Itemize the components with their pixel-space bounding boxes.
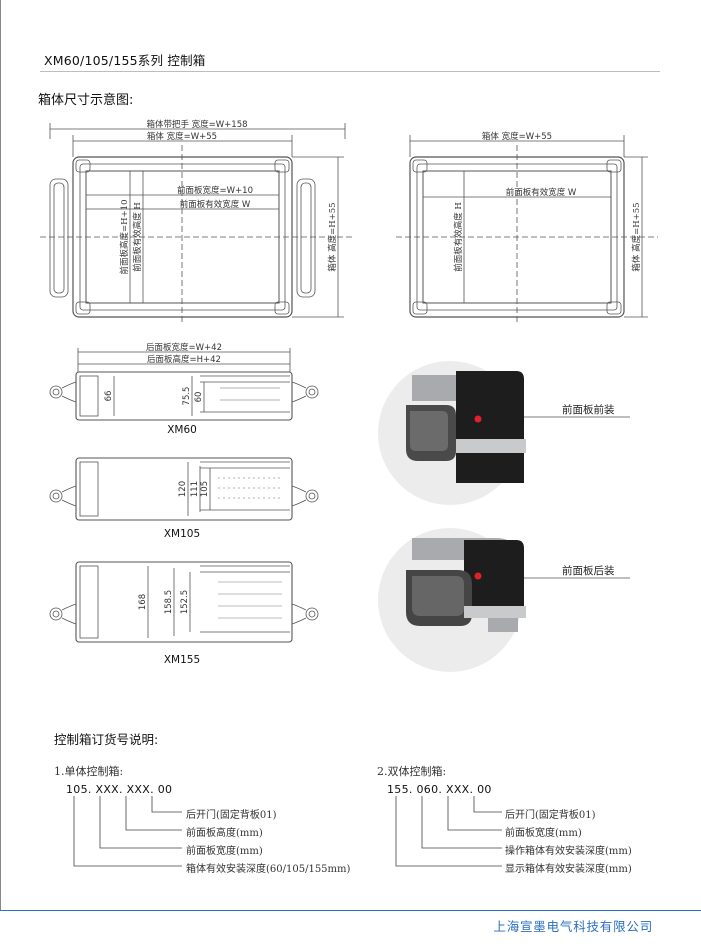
dim-d3: 105	[200, 481, 210, 497]
dim-d2: 158.5	[164, 590, 174, 614]
double-item: 操作箱体有效安装深度(mm)	[505, 846, 632, 857]
front-view-with-handles: 箱体带把手 宽度=W+158 箱体 宽度=W+55 前面板宽度=W+10 前面板…	[40, 119, 352, 325]
dim-d1: 120	[178, 481, 188, 497]
model-label: XM60	[167, 424, 197, 436]
header-rule	[40, 71, 660, 72]
dim-rear-width: 后面板宽度=W+42	[146, 342, 222, 353]
dim-d1: 66	[104, 391, 114, 402]
dim-d3: 60	[194, 392, 204, 403]
single-code: 105. XXX. XXX. 00	[66, 783, 173, 796]
double-item: 显示箱体有效安装深度(mm)	[505, 864, 632, 875]
model-label: XM105	[164, 528, 200, 540]
ordering-title: 控制箱订货号说明:	[54, 732, 159, 747]
dim-rear-height: 后面板高度=H+42	[147, 354, 221, 365]
mount-label: 前面板后装	[562, 564, 615, 577]
dim-d3: 152.5	[180, 590, 190, 614]
dim-box-height: 箱体 高度=H+55	[631, 202, 642, 271]
single-item: 前面板高度(mm)	[186, 828, 263, 839]
profile-xm105: 120 111 105 XM105	[49, 457, 319, 540]
dim-box-height: 箱体 高度=H+55	[327, 202, 338, 271]
footer-rule	[0, 910, 701, 911]
page-title: XM60/105/155系列 控制箱	[44, 53, 206, 68]
dim-d1: 168	[138, 594, 148, 610]
dim-effective-height: 前面板有效高度 H	[453, 202, 464, 272]
dim-effective-height: 前面板有效高度 H	[132, 202, 143, 272]
dim-box-width: 箱体 宽度=W+55	[482, 131, 552, 142]
detail-front-mount: 前面板前装	[378, 361, 630, 505]
profile-xm155: 168 158.5 152.5 XM155	[49, 561, 319, 666]
front-view-no-handles: 箱体 宽度=W+55 前面板有效宽度 W 前面板有效高度 H 箱体 高度=H+5…	[396, 131, 658, 325]
detail-rear-mount: 前面板后装	[378, 528, 630, 672]
dim-d2: 75.5	[182, 387, 192, 406]
dim-panel-width: 前面板宽度=W+10	[177, 185, 253, 196]
company-name: 上海宣墨电气科技有限公司	[493, 919, 653, 934]
model-label: XM155	[164, 654, 200, 666]
dim-effective-width: 前面板有效宽度 W	[180, 199, 251, 210]
single-item: 前面板宽度(mm)	[186, 846, 263, 857]
dim-panel-height: 前面板高度=H+10	[119, 200, 130, 275]
dim-box-width: 箱体 宽度=W+55	[147, 131, 217, 142]
double-box-label: 2.双体控制箱:	[377, 765, 447, 778]
single-box-label: 1.单体控制箱:	[54, 765, 124, 778]
double-code: 155. 060. XXX. 00	[387, 783, 492, 796]
single-tree-lines	[73, 796, 182, 867]
mount-label: 前面板前装	[562, 403, 615, 416]
double-item: 前面板宽度(mm)	[505, 828, 582, 839]
left-border	[0, 0, 1, 910]
double-item: 后开门(固定背板01)	[505, 810, 596, 821]
dim-d2: 111	[190, 481, 200, 497]
single-item: 后开门(固定背板01)	[186, 810, 277, 821]
dim-handle-width: 箱体带把手 宽度=W+158	[146, 119, 247, 130]
double-tree-lines	[395, 796, 502, 867]
dim-effective-width: 前面板有效宽度 W	[506, 187, 577, 198]
section-title: 箱体尺寸示意图:	[38, 93, 134, 108]
single-item: 箱体有效安装深度(60/105/155mm)	[186, 864, 351, 875]
profile-xm60: 后面板宽度=W+42 后面板高度=H+42 66 75.5 60 XM60	[49, 342, 319, 436]
